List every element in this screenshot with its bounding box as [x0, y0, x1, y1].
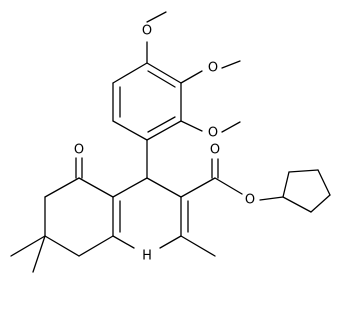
- bond-ar6-ar1-inner: [147, 116, 176, 133]
- bond-ar1-ar2: [112, 120, 148, 141]
- bond-ccarb-o-single: [214, 177, 243, 195]
- bond-c7-c8: [44, 235, 80, 257]
- bond-ar6-o-lr: [180, 120, 203, 132]
- bond-ar4-ar5-inner: [147, 70, 176, 88]
- bond-c7-me2: [32, 235, 46, 273]
- bond-cp4-cp5: [310, 194, 331, 213]
- bond-o-lr-me: [221, 121, 241, 133]
- atom-o-ester-carbonyl: O: [210, 143, 220, 158]
- bond-ar5-o-ur: [180, 70, 203, 84]
- bond-ar4-ar5: [146, 62, 182, 84]
- bond-c3-ccarb: [180, 177, 216, 198]
- atom-o-methoxy-upper-right: O: [208, 61, 218, 76]
- bond-c5-c6: [44, 177, 80, 198]
- bonds: [10, 11, 331, 273]
- bond-ar3-ar4: [112, 62, 148, 84]
- bond-o-top-me: [146, 11, 167, 23]
- bond-cp1-cp2: [282, 171, 290, 198]
- bond-cp2-cp3: [288, 169, 319, 173]
- bond-c2-n: [159, 235, 182, 249]
- atom-o-ester-single: O: [245, 193, 255, 208]
- bond-o-ur-me: [221, 60, 241, 69]
- bond-c2-methyl: [180, 235, 216, 257]
- bond-c4a-c4: [112, 177, 148, 198]
- bond-c7-me1: [10, 235, 46, 257]
- bond-n-c8a: [112, 235, 135, 249]
- atom-o-ketone: O: [74, 143, 84, 158]
- atom-nh-hydrogen: H: [142, 249, 152, 264]
- bond-cp5-cp1: [282, 196, 312, 213]
- atom-o-methoxy-top: O: [142, 24, 152, 39]
- atom-labels: O O O O O O H N: [74, 24, 255, 264]
- bond-c4a-c5: [78, 177, 114, 198]
- bond-c8-c8a: [78, 235, 114, 257]
- bond-o-cyclopentyl: [259, 196, 284, 201]
- bond-ar6-ar1: [146, 120, 182, 141]
- bond-cp3-cp4: [317, 169, 331, 196]
- bond-c4-c3: [146, 177, 182, 198]
- atom-o-methoxy-lower-right: O: [208, 126, 218, 141]
